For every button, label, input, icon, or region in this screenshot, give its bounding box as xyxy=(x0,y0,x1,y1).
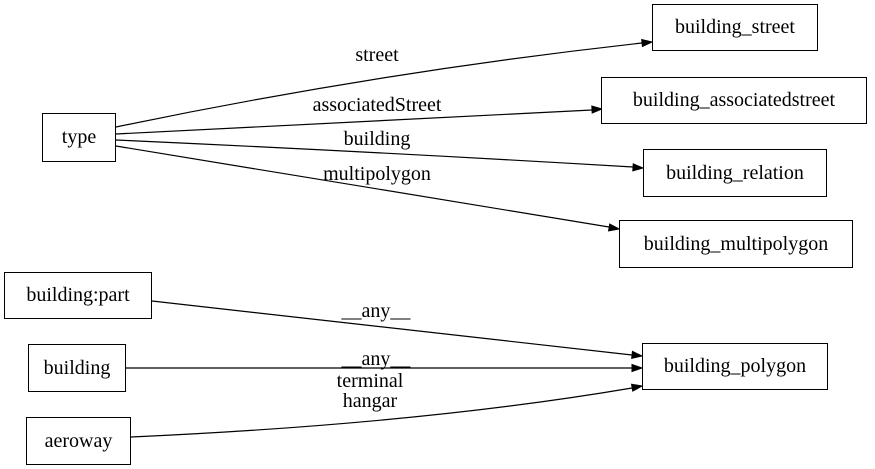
edge-label-building: building xyxy=(343,128,411,150)
arrowhead-building-polygon xyxy=(631,363,644,373)
edge-type-building-associatedstreet xyxy=(115,109,593,135)
arrowhead-building-multipolygon xyxy=(607,223,621,232)
edge-label-hangar: hangar xyxy=(342,390,398,412)
node-building-associatedstreet: building_associatedstreet xyxy=(601,77,867,124)
node-type: type xyxy=(42,113,116,162)
edge-type-building-street xyxy=(115,42,643,128)
edge-label-multipolygon: multipolygon xyxy=(323,163,431,185)
edge-aeroway-building-polygon xyxy=(130,387,633,438)
node-building-street: building_street xyxy=(652,4,818,51)
edge-label-street: street xyxy=(355,44,399,66)
edge-label-any-building: __any__ xyxy=(341,348,411,370)
edge-type-building-relation xyxy=(115,139,634,168)
node-building-polygon: building_polygon xyxy=(642,343,828,390)
arrowhead-building-street xyxy=(641,38,654,48)
arrowhead-building-associatedstreet xyxy=(591,105,604,114)
edge-label-terminal: terminal xyxy=(336,370,404,392)
arrowhead-building-relation xyxy=(632,163,645,172)
node-aeroway: aeroway xyxy=(26,417,131,465)
edge-building-part-building-polygon xyxy=(151,300,633,356)
node-building-multipolygon: building_multipolygon xyxy=(619,220,853,268)
arrowhead-aeroway-polygon xyxy=(630,383,644,392)
arrowhead-building-part-polygon xyxy=(631,350,644,360)
edge-label-any-building-part: __any__ xyxy=(341,300,411,322)
node-building-part: building:part xyxy=(4,272,152,319)
node-building-relation: building_relation xyxy=(643,149,827,197)
edge-type-building-multipolygon xyxy=(115,145,610,228)
edge-label-associatedstreet: associatedStreet xyxy=(312,94,442,116)
node-building: building xyxy=(28,344,126,392)
